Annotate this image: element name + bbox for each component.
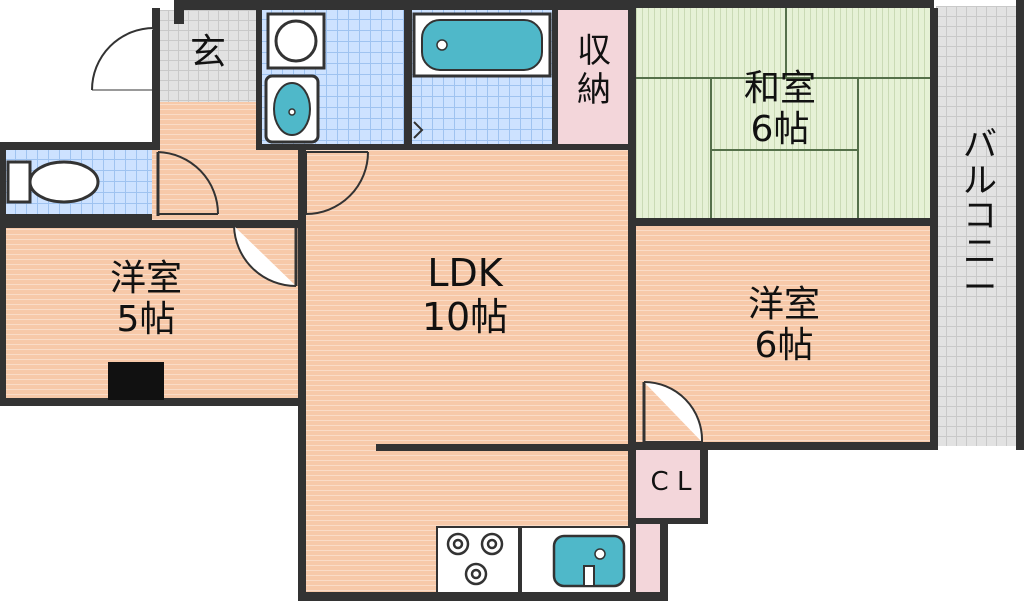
wall [152, 8, 160, 148]
wall [634, 0, 934, 8]
entrance-floor [158, 10, 258, 102]
yoshitsu6-door-icon [642, 381, 704, 443]
wall [0, 142, 160, 150]
wall [930, 8, 938, 448]
yoshitsu5-door-icon [233, 225, 298, 287]
wall [700, 448, 708, 524]
ldk-label: LDK 10帖 [421, 251, 509, 339]
wall [0, 398, 304, 406]
tatami-lines [636, 8, 934, 222]
entrance-label: 玄 [189, 32, 226, 73]
sink-icon [520, 526, 632, 594]
storage-label: 収 納 [577, 31, 611, 111]
washitsu-floor [636, 8, 934, 222]
wall [0, 142, 6, 406]
washing-machine-icon [266, 12, 326, 70]
wall [628, 8, 636, 598]
wall [660, 518, 668, 598]
bathtub-icon [412, 12, 552, 78]
wall [552, 8, 558, 150]
washbasin-icon [264, 74, 320, 144]
stove-icon [436, 526, 520, 594]
toilet-door-icon [156, 151, 219, 216]
storage-floor [556, 8, 632, 148]
wall [634, 218, 934, 226]
yoshitsu6-label: 洋室 6帖 [747, 284, 820, 367]
wall [0, 220, 302, 228]
wall [256, 8, 262, 150]
ldk-floor [302, 148, 634, 596]
wall [298, 592, 668, 601]
closet-floor [636, 448, 706, 520]
closet-label: C L [650, 467, 692, 497]
washitsu-label: 和室 6帖 [743, 68, 816, 151]
wall [634, 518, 708, 524]
balcony-label: バ ル コ ニ ー [963, 125, 997, 308]
wall [404, 8, 412, 150]
wall [258, 144, 632, 150]
wall [376, 444, 632, 451]
wall [0, 214, 152, 220]
yoshitsu5-label: 洋室 5帖 [109, 258, 182, 341]
sliding-door-marker-icon [413, 121, 424, 139]
wall [298, 146, 306, 598]
washroom-door-icon [304, 151, 369, 215]
wall [174, 0, 184, 24]
yoshitsu6-floor [636, 226, 934, 446]
furniture-block [108, 362, 164, 400]
entrance-door-icon [91, 27, 156, 96]
wall [634, 442, 938, 450]
wall [174, 0, 634, 10]
wall [1016, 0, 1024, 450]
kitchen-side-floor [634, 524, 662, 592]
toilet-icon [6, 160, 100, 204]
balcony-floor [936, 6, 1020, 446]
